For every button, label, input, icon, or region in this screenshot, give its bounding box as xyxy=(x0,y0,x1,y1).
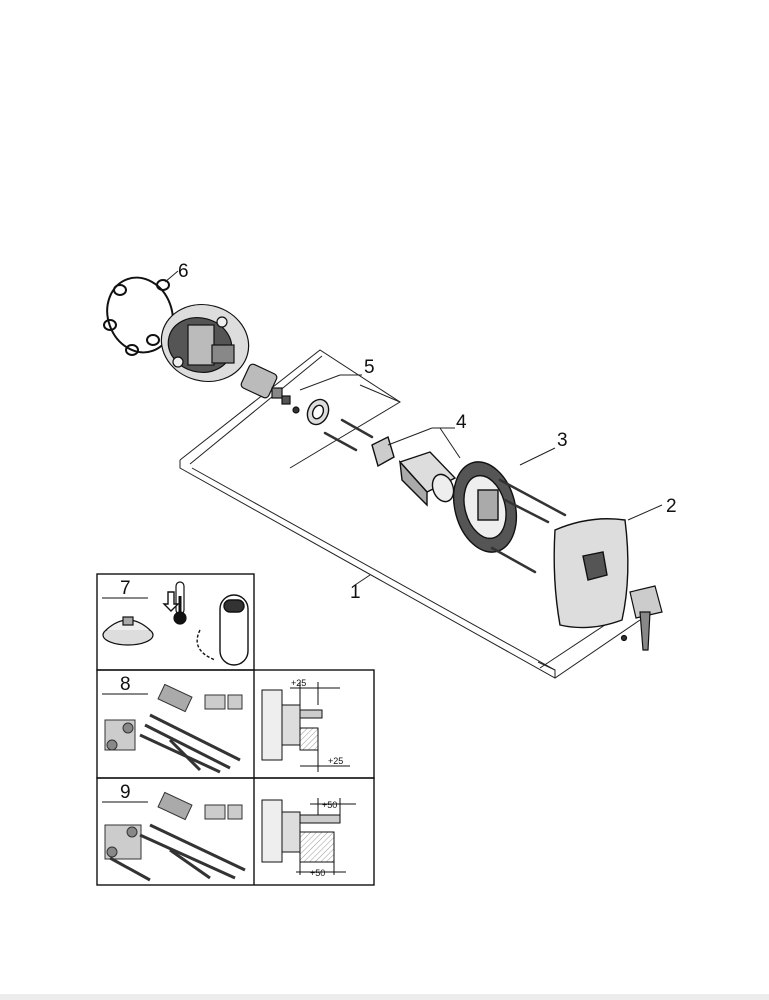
sleeve-part xyxy=(371,436,457,507)
thermostat-knob-icon xyxy=(102,616,154,646)
callout-6: 6 xyxy=(178,261,189,282)
callout-7: 7 xyxy=(120,578,131,599)
panel-7: 7 xyxy=(102,578,249,666)
leader-lines xyxy=(164,270,663,586)
down-arrow-icon xyxy=(162,591,180,612)
assembly-outline xyxy=(179,349,641,679)
stop-ring-part xyxy=(306,398,330,426)
retaining-ring-part xyxy=(103,276,174,356)
callout-5: 5 xyxy=(364,357,375,378)
handle-part xyxy=(620,585,663,651)
callout-3: 3 xyxy=(557,430,568,451)
screws-part xyxy=(323,418,374,452)
page-bottom-edge xyxy=(0,994,769,1000)
callout-2: 2 xyxy=(666,496,677,517)
panel-8: 8 +25 +25 xyxy=(102,674,350,774)
trim-plate-part xyxy=(553,518,629,629)
dimension-8-top: +25 xyxy=(291,678,306,688)
valve-body-part xyxy=(160,303,250,383)
mounting-plate-part xyxy=(452,461,518,553)
long-screws-part xyxy=(490,478,567,574)
cartridge-part xyxy=(240,363,300,414)
install-depth-diagram-8 xyxy=(261,682,350,772)
lever-handle-icon xyxy=(196,594,249,666)
callout-1: 1 xyxy=(350,582,361,603)
accessory-panel-grid xyxy=(96,573,375,886)
dimension-8-bottom: +25 xyxy=(328,756,343,766)
extension-parts-icon xyxy=(104,683,243,774)
panel-9: 9 +50 +50 xyxy=(102,782,356,882)
install-depth-diagram-9 xyxy=(261,798,356,875)
callout-4: 4 xyxy=(456,412,467,433)
callout-8: 8 xyxy=(120,674,131,695)
dimension-9-top: +50 xyxy=(322,800,337,810)
thermometer-icon xyxy=(173,581,187,625)
extension-parts-icon-2 xyxy=(104,791,246,882)
callout-9: 9 xyxy=(120,782,131,803)
dimension-9-bottom: +50 xyxy=(310,868,325,878)
